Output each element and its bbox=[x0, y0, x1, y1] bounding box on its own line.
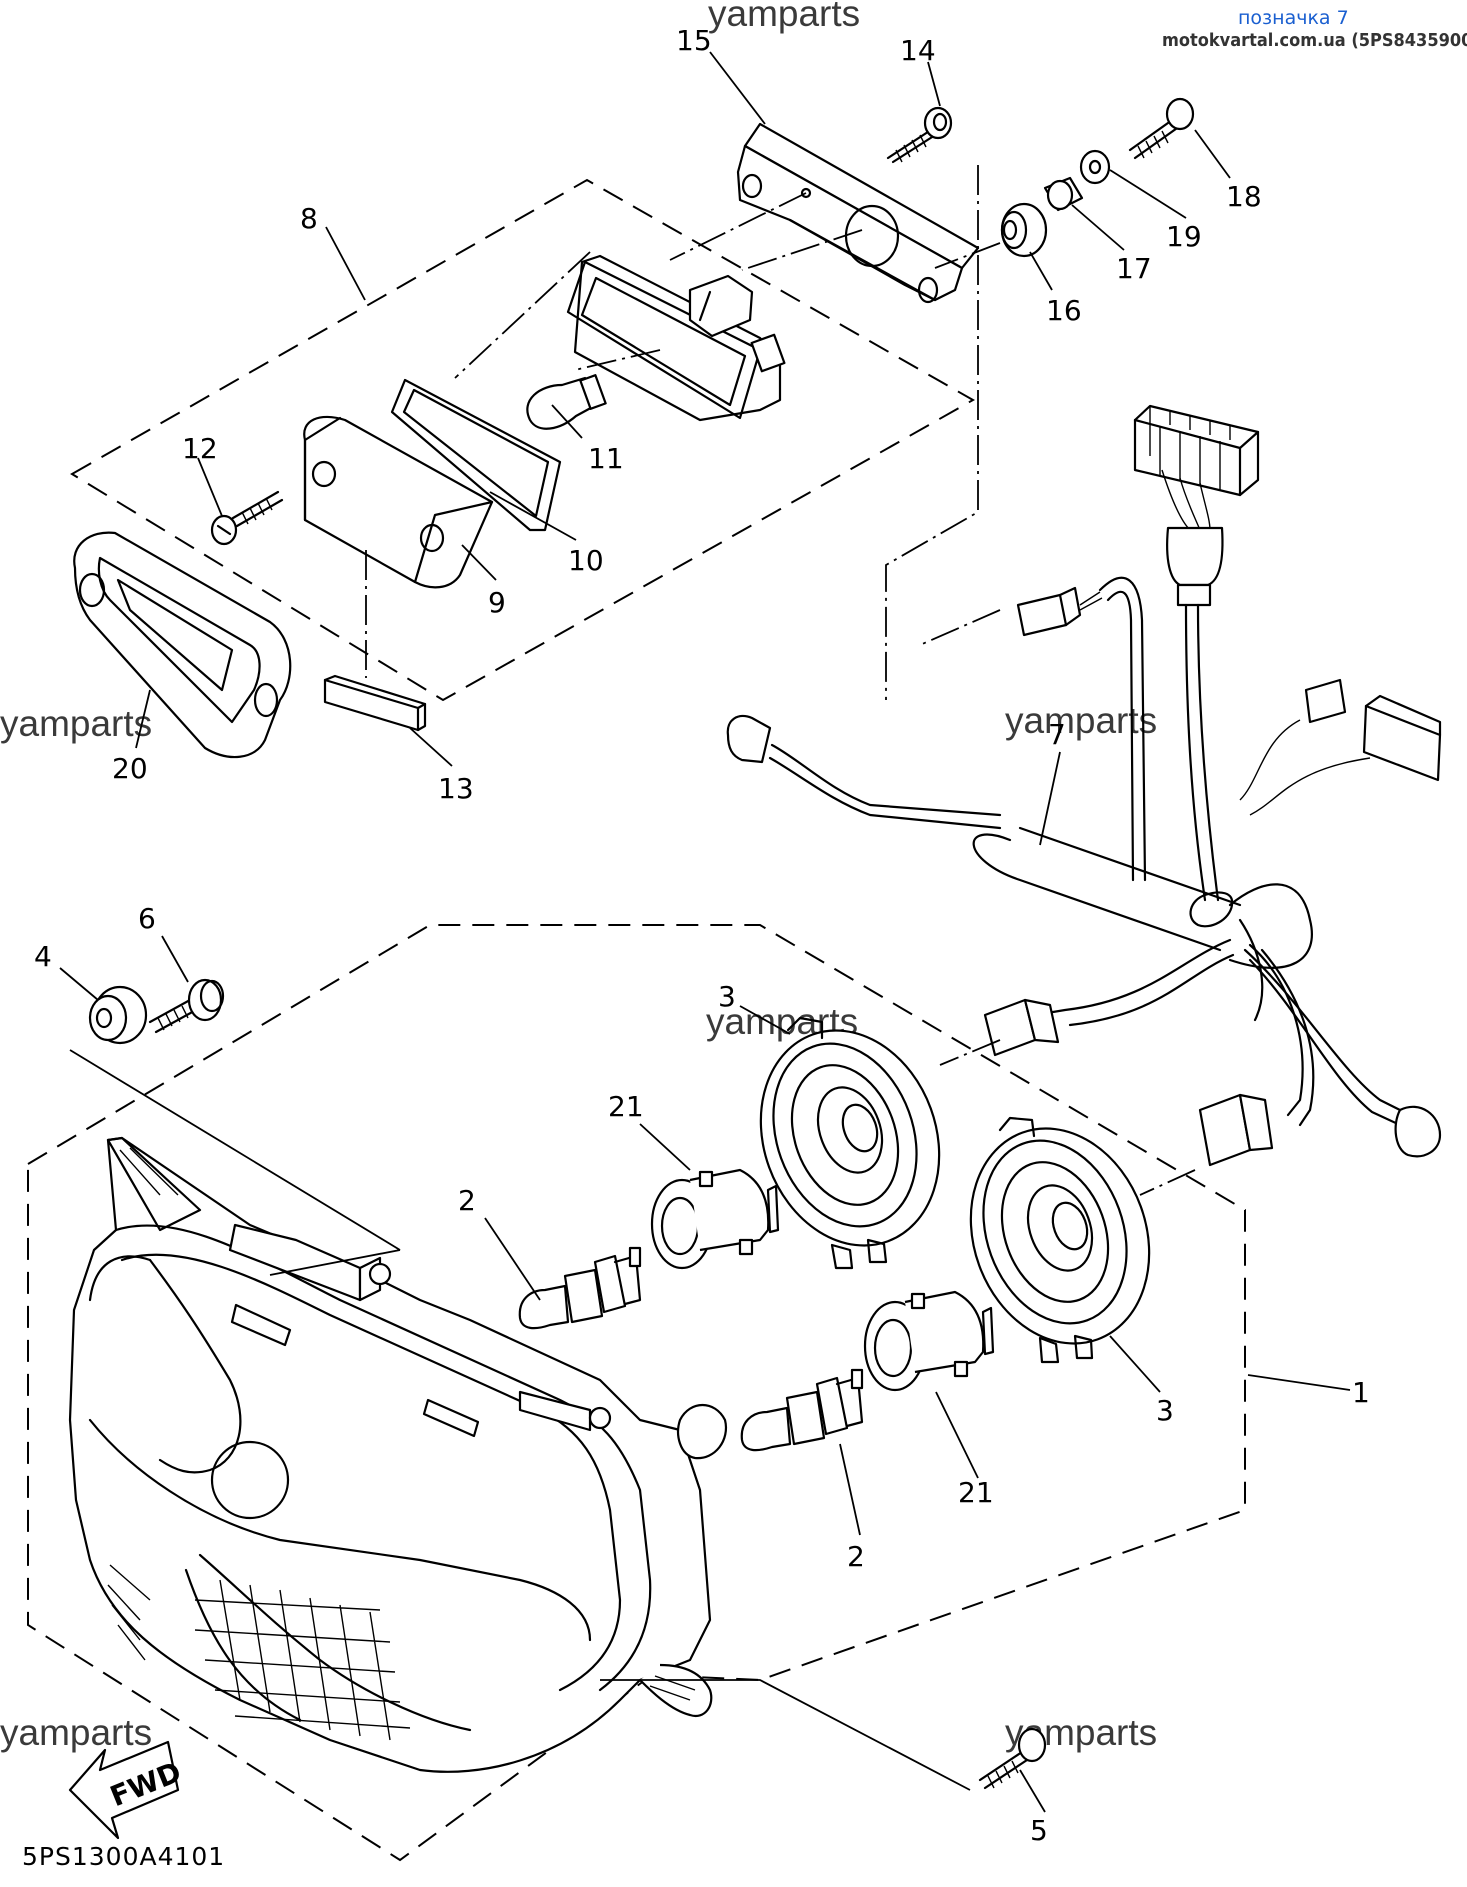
grommet-4 bbox=[88, 985, 148, 1045]
callout-10: 10 bbox=[568, 544, 604, 577]
callout-14: 14 bbox=[900, 34, 936, 67]
fwd-arrow: FWD bbox=[68, 1740, 186, 1840]
cover-20 bbox=[73, 531, 292, 759]
socket-cover-3-lower bbox=[969, 1116, 1151, 1364]
callout-21: 21 bbox=[958, 1476, 994, 1509]
callout-5: 5 bbox=[1030, 1814, 1048, 1847]
callout-2: 2 bbox=[458, 1184, 476, 1217]
callout-12: 12 bbox=[182, 432, 218, 465]
socket-21-lower bbox=[863, 1290, 995, 1392]
bolt-6 bbox=[148, 978, 225, 1034]
callout-6: 6 bbox=[138, 902, 156, 935]
socket-21-upper bbox=[650, 1168, 780, 1270]
license-bracket bbox=[736, 122, 980, 304]
callout-17: 17 bbox=[1116, 252, 1152, 285]
screw-14 bbox=[886, 106, 953, 164]
bulb-2-lower bbox=[740, 1368, 864, 1452]
callout-19: 19 bbox=[1166, 220, 1202, 253]
callout-2: 2 bbox=[847, 1540, 865, 1573]
watermark: yamparts bbox=[708, 0, 860, 34]
collar-17 bbox=[1043, 176, 1084, 212]
lens-9 bbox=[303, 415, 494, 589]
callout-18: 18 bbox=[1226, 180, 1262, 213]
lamp-housing bbox=[566, 254, 786, 422]
washer-19 bbox=[1079, 149, 1111, 185]
screw-5 bbox=[978, 1727, 1047, 1790]
bulb-2-upper bbox=[518, 1246, 642, 1330]
grommet-16 bbox=[1000, 202, 1048, 258]
header-source: motokvartal.com.ua (5PS843590000) bbox=[1162, 30, 1467, 51]
reflector-13 bbox=[323, 674, 427, 732]
socket-cover-3-upper bbox=[759, 1016, 941, 1270]
callout-1: 1 bbox=[1352, 1376, 1370, 1409]
callout-11: 11 bbox=[588, 442, 624, 475]
callout-8: 8 bbox=[300, 202, 318, 235]
callout-9: 9 bbox=[488, 586, 506, 619]
license-lamp-assy-boundary bbox=[70, 178, 976, 702]
watermark: yamparts bbox=[1005, 700, 1157, 741]
screw-18 bbox=[1128, 97, 1195, 160]
callout-13: 13 bbox=[438, 772, 474, 805]
callout-16: 16 bbox=[1046, 294, 1082, 327]
header-tag: позначка 7 bbox=[1238, 7, 1349, 29]
headlight-unit bbox=[68, 1136, 728, 1773]
watermark: yamparts bbox=[0, 703, 152, 744]
callout-21: 21 bbox=[608, 1090, 644, 1123]
callout-4: 4 bbox=[34, 940, 52, 973]
headlight-assy-boundary bbox=[27, 924, 1246, 1862]
wiring-harness bbox=[726, 404, 1442, 1167]
watermark: yamparts bbox=[0, 1712, 152, 1753]
callout-3: 3 bbox=[718, 980, 736, 1013]
diagram-code: 5PS1300A4101 bbox=[22, 1842, 225, 1871]
screw-12 bbox=[210, 490, 284, 546]
callout-15: 15 bbox=[676, 24, 712, 57]
callout-3: 3 bbox=[1156, 1394, 1174, 1427]
callout-7: 7 bbox=[1048, 718, 1066, 751]
gasket-10 bbox=[390, 378, 562, 532]
callout-20: 20 bbox=[112, 752, 148, 785]
bulb-11 bbox=[526, 374, 607, 430]
